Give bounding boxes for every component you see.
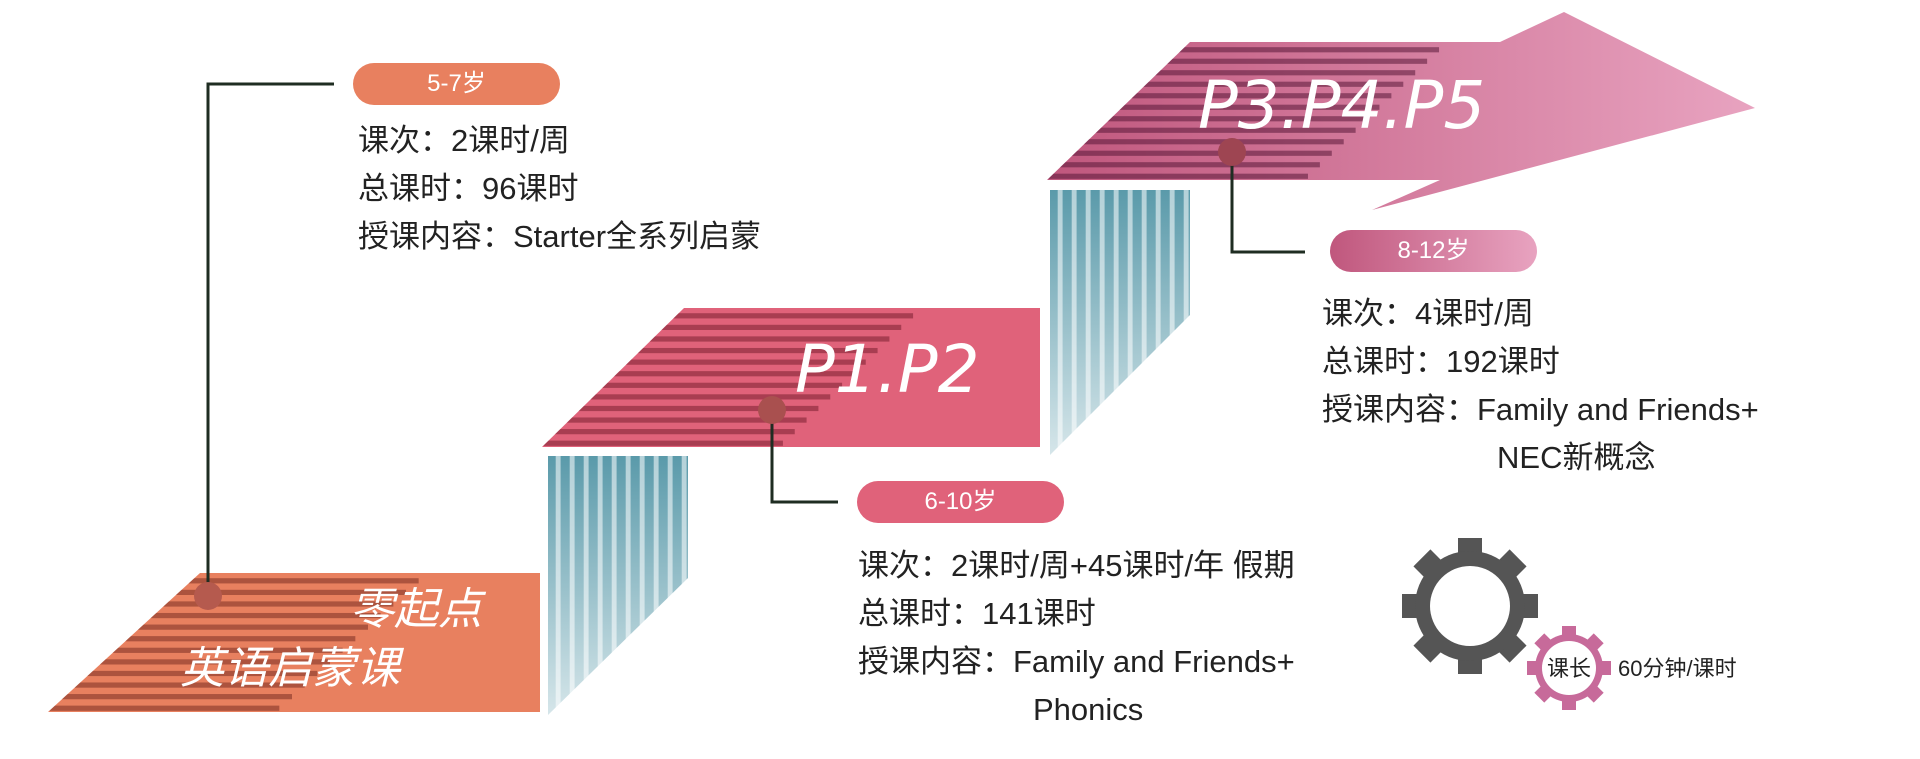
stage3-connector [1218,138,1305,254]
stage3-total-hours: 总课时：192课时 [1322,344,1560,379]
stage1-sessions: 课次：2课时/周 [358,123,570,158]
stage2-info: 课次：2课时/周+45课时/年 假期 总课时：141课时 授课内容：Family… [858,542,1295,734]
gear-inner-label: 课长 [1547,656,1591,681]
stage2-total-hours: 总课时：141课时 [858,596,1096,631]
stage1-title-line1: 零起点 [350,584,487,635]
stage2-title: P1.P2 [795,331,980,408]
stage3-content-line2: NEC新概念 [1497,440,1656,475]
stage2-sessions: 课次：2课时/周+45课时/年 假期 [858,548,1295,583]
session-duration: 60分钟/课时 [1618,656,1737,681]
gear-small-icon [1527,626,1611,710]
stage1-total-hours: 总课时：96课时 [358,171,579,206]
stage3-sessions: 课次：4课时/周 [1322,296,1534,331]
gear-icon [1402,538,1538,674]
stage2-age-badge: 6-10岁 [857,481,1064,523]
stage1-content: 授课内容：Starter全系列启蒙 [358,219,762,254]
stage3-info: 课次：4课时/周 总课时：192课时 授课内容：Family and Frien… [1322,290,1759,482]
riser-2 [1050,190,1190,455]
stage3-age-badge: 8-12岁 [1330,230,1537,272]
stage1-connector [194,82,334,610]
riser-1 [548,456,688,715]
stage1-platform [48,573,540,712]
stage3-content: 授课内容：Family and Friends+ [1322,392,1759,427]
stage2-content: 授课内容：Family and Friends+ [858,644,1295,679]
stage2-content-line2: Phonics [1033,692,1144,727]
stage2-connector [758,396,838,504]
stage1-info: 课次：2课时/周 总课时：96课时 授课内容：Starter全系列启蒙 [358,117,761,261]
stage2-platform [542,308,1040,447]
stage1-title-line2: 英语启蒙课 [180,643,405,694]
stage3-title: P3.P4.P5 [1198,67,1485,144]
stage1-age-badge: 5-7岁 [353,63,560,105]
